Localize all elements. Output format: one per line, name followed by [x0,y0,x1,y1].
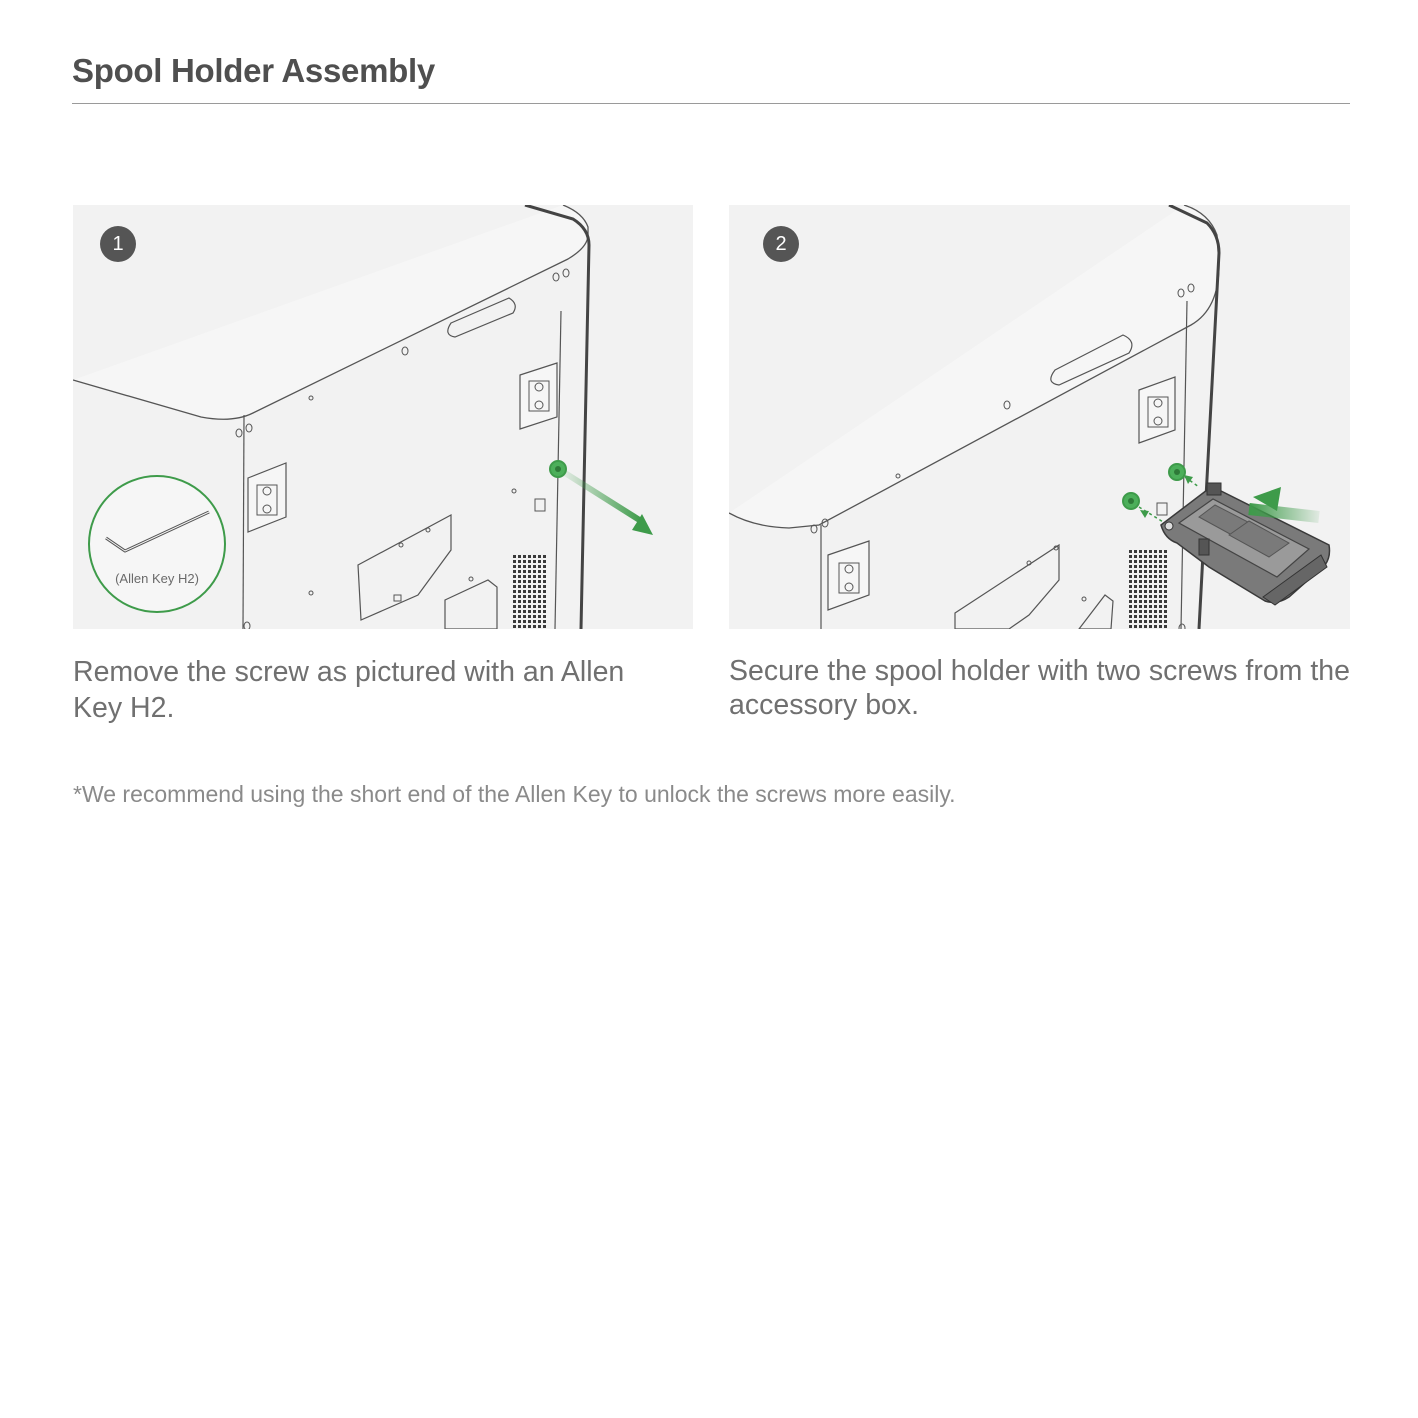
step-2-illustration: 2 [729,205,1350,629]
step-1-illustration: (Allen Key H2) 1 [73,205,693,629]
step-1-caption: Remove the screw as pictured with an All… [73,656,625,724]
printer-back-illustration-step-2 [729,205,1331,629]
title-divider [72,103,1350,104]
allen-key-label: (Allen Key H2) [115,571,199,586]
step-2-caption: Secure the spool holder with two screws … [729,655,1350,721]
tip-note: *We recommend using the short end of the… [73,781,956,807]
printer-back-illustration-step-1: (Allen Key H2) [73,205,653,629]
step-number-badge: 1 [100,226,136,262]
spool-holder-part [1160,482,1331,606]
step-number-badge: 2 [763,226,799,262]
page-title: Spool Holder Assembly [72,52,435,89]
